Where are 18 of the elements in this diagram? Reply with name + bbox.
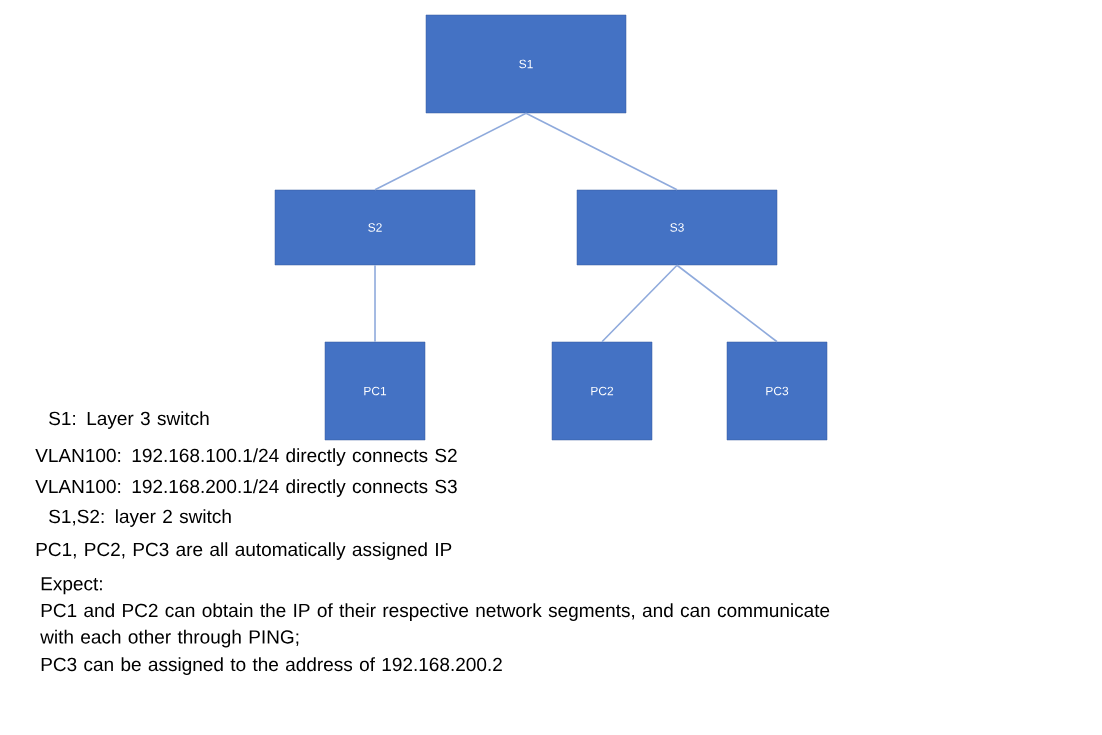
switch-box: S2 (274, 189, 476, 266)
connector-line (525, 112, 678, 191)
connector-line (374, 112, 527, 191)
note-text: S1,S2: layer 2 switch (49, 509, 231, 527)
note-text: PC1 and PC2 can obtain the IP of their respective network segments, and can communicate with each other through PING; (40, 603, 830, 648)
switch-box: PC3 (726, 341, 828, 441)
switch-box: PC2 (551, 341, 653, 441)
connector-line (601, 264, 678, 343)
switch-box: PC1 (324, 341, 426, 441)
note-text: VLAN100: 192.168.200.1/24 directly connects S3 (35, 479, 457, 497)
note-text: PC3 can be assigned to the address of 192.168.200.2 (41, 657, 502, 675)
switch-box: S3 (576, 189, 778, 266)
connector-line (676, 264, 778, 343)
switch-box: S1 (425, 14, 627, 114)
connector-line (374, 264, 376, 343)
note-text: S1: Layer 3 switch (49, 411, 209, 429)
note-text: Expect: (41, 577, 102, 595)
note-text: PC1, PC2, PC3 are all automatically assigned IP (36, 542, 452, 560)
